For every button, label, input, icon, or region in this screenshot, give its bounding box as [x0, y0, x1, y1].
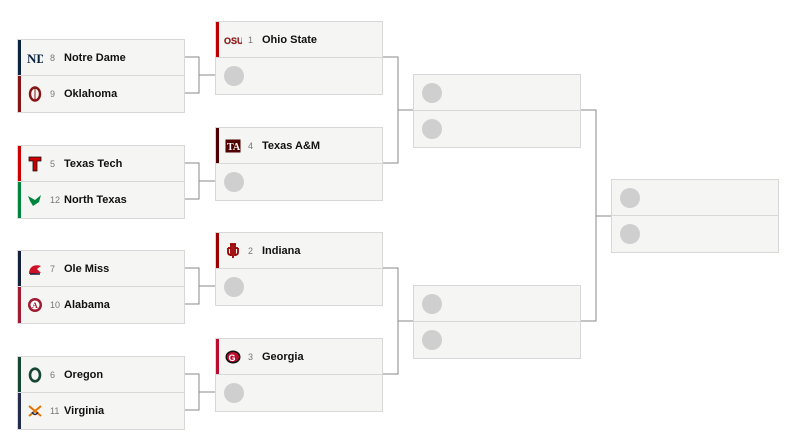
- placeholder-team-icon: [224, 172, 244, 192]
- team-name: North Texas: [64, 194, 127, 206]
- texas-am-logo-icon: TA: [224, 137, 242, 155]
- alabama-logo-icon: A: [26, 296, 44, 314]
- team-seed: 8: [50, 52, 56, 63]
- team-slot-empty[interactable]: [216, 164, 382, 200]
- team-name: Georgia: [262, 350, 304, 363]
- quarterfinal-game-4[interactable]: G 3 Georgia: [215, 338, 383, 412]
- semifinal-game-1[interactable]: [413, 74, 581, 148]
- team-name: Virginia: [64, 405, 105, 417]
- team-name: Texas A&M: [262, 139, 321, 152]
- team-color-bar: [18, 357, 21, 392]
- team-slot[interactable]: 11 Virginia: [18, 393, 184, 429]
- team-name: Indiana: [262, 244, 301, 257]
- team-color-bar: [18, 146, 21, 181]
- placeholder-team-icon: [224, 66, 244, 86]
- first-round-game-1[interactable]: ND 8 Notre Dame 9 Oklahoma: [17, 39, 185, 113]
- quarterfinal-game-1[interactable]: OSU 1 Ohio State: [215, 21, 383, 95]
- team-name: Oklahoma: [64, 88, 118, 100]
- team-slot[interactable]: 6 Oregon: [18, 357, 184, 393]
- placeholder-team-icon: [422, 119, 442, 139]
- team-color-bar: [216, 339, 219, 374]
- team-color-bar: [18, 393, 21, 429]
- north-texas-logo-icon: [26, 191, 44, 209]
- georgia-logo-icon: G: [224, 348, 242, 366]
- placeholder-team-icon: [620, 224, 640, 244]
- team-slot[interactable]: TA 4 Texas A&M: [216, 128, 382, 164]
- svg-text:OSU: OSU: [224, 36, 242, 46]
- placeholder-team-icon: [224, 383, 244, 403]
- semifinal-game-2[interactable]: [413, 285, 581, 359]
- placeholder-team-icon: [224, 277, 244, 297]
- indiana-logo-icon: [224, 242, 242, 260]
- team-slot-empty[interactable]: [414, 286, 580, 322]
- ohio-state-logo-icon: OSU: [224, 31, 242, 49]
- team-slot[interactable]: 5 Texas Tech: [18, 146, 184, 182]
- placeholder-team-icon: [422, 293, 442, 314]
- team-seed: 2: [248, 245, 254, 256]
- team-slot[interactable]: G 3 Georgia: [216, 339, 382, 375]
- virginia-logo-icon: [26, 402, 44, 420]
- team-slot-empty[interactable]: [612, 216, 778, 252]
- first-round-game-3[interactable]: 7 Ole Miss A 10 Alabama: [17, 250, 185, 324]
- team-seed: 6: [50, 369, 56, 380]
- svg-text:TA: TA: [227, 142, 241, 153]
- team-slot[interactable]: OSU 1 Ohio State: [216, 22, 382, 58]
- team-color-bar: [216, 22, 219, 57]
- team-slot[interactable]: 12 North Texas: [18, 182, 184, 218]
- team-slot[interactable]: A 10 Alabama: [18, 287, 184, 323]
- team-seed: 1: [248, 34, 254, 45]
- placeholder-team-icon: [620, 187, 640, 208]
- oregon-logo-icon: [26, 366, 44, 384]
- team-slot-empty[interactable]: [414, 322, 580, 358]
- team-seed: 4: [248, 140, 254, 151]
- team-seed: 5: [50, 158, 56, 169]
- team-seed: 3: [248, 351, 254, 362]
- team-slot[interactable]: 9 Oklahoma: [18, 76, 184, 112]
- championship-game[interactable]: [611, 179, 779, 253]
- quarterfinal-game-3[interactable]: 2 Indiana: [215, 232, 383, 306]
- team-name: Oregon: [64, 368, 104, 381]
- team-color-bar: [18, 287, 21, 323]
- team-name: Notre Dame: [64, 51, 126, 64]
- team-name: Ohio State: [262, 33, 318, 46]
- team-color-bar: [18, 40, 21, 75]
- team-seed: 11: [50, 406, 60, 416]
- svg-text:ND: ND: [27, 51, 43, 65]
- team-slot-empty[interactable]: [216, 58, 382, 94]
- ole-miss-logo-icon: [26, 260, 44, 278]
- oklahoma-logo-icon: [26, 85, 44, 103]
- texas-tech-logo-icon: [26, 155, 44, 173]
- placeholder-team-icon: [422, 330, 442, 350]
- team-slot-empty[interactable]: [612, 180, 778, 216]
- svg-text:A: A: [32, 301, 38, 310]
- team-seed: 12: [50, 195, 61, 205]
- team-color-bar: [216, 128, 219, 163]
- team-slot-empty[interactable]: [216, 269, 382, 305]
- team-name: Alabama: [64, 299, 110, 311]
- team-slot[interactable]: 2 Indiana: [216, 233, 382, 269]
- notre-dame-logo-icon: ND: [26, 49, 44, 67]
- team-color-bar: [18, 182, 21, 218]
- team-name: Texas Tech: [64, 157, 123, 170]
- quarterfinal-game-2[interactable]: TA 4 Texas A&M: [215, 127, 383, 201]
- team-slot-empty[interactable]: [216, 375, 382, 411]
- team-slot-empty[interactable]: [414, 111, 580, 147]
- team-seed: 9: [50, 89, 56, 99]
- placeholder-team-icon: [422, 82, 442, 103]
- team-color-bar: [216, 233, 219, 268]
- team-seed: 10: [50, 300, 61, 310]
- team-slot[interactable]: ND 8 Notre Dame: [18, 40, 184, 76]
- team-seed: 7: [50, 263, 56, 274]
- first-round-game-2[interactable]: 5 Texas Tech 12 North Texas: [17, 145, 185, 219]
- team-name: Ole Miss: [64, 262, 110, 275]
- team-color-bar: [18, 251, 21, 286]
- team-slot[interactable]: 7 Ole Miss: [18, 251, 184, 287]
- svg-text:G: G: [229, 353, 236, 363]
- first-round-game-4[interactable]: 6 Oregon 11 Virginia: [17, 356, 185, 430]
- team-color-bar: [18, 76, 21, 112]
- team-slot-empty[interactable]: [414, 75, 580, 111]
